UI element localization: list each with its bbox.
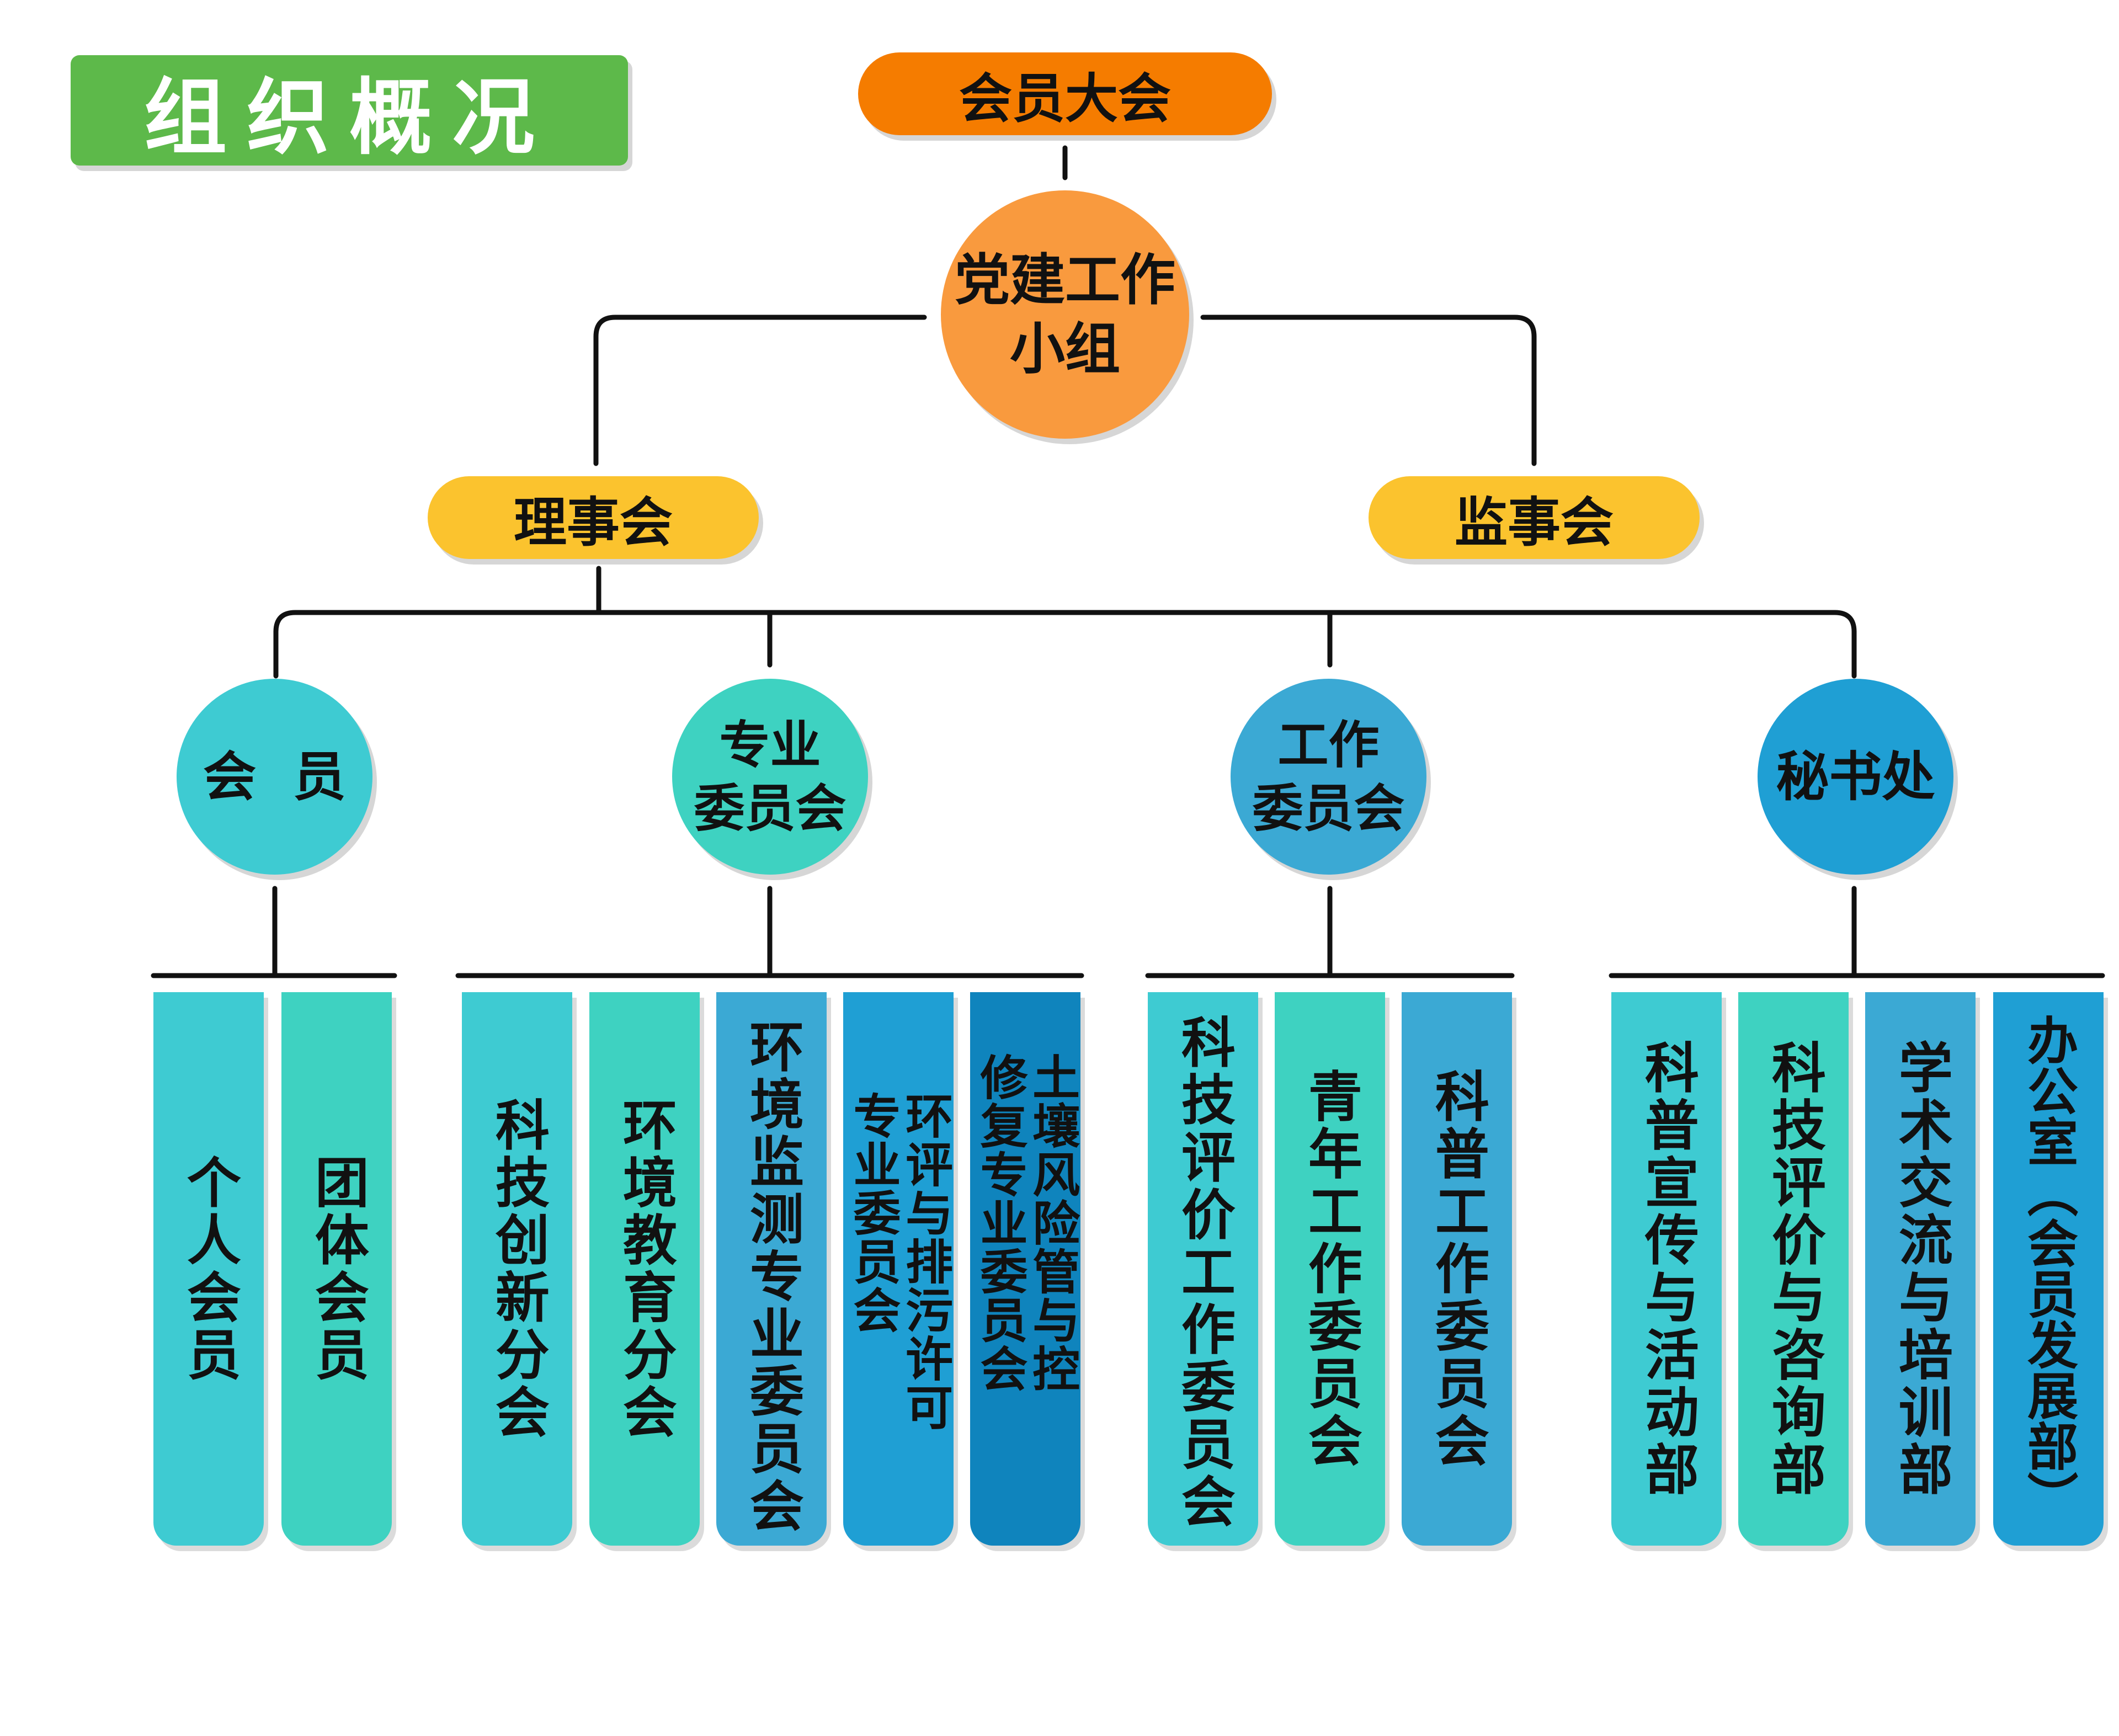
secretariat-column: 科普宣传与活动部 [1611,992,1722,1546]
professional-column-label: 环评与排污许可专业委员会 [845,1091,952,1431]
working-committees-node: 工作 委员会 [1231,679,1426,875]
working-column-label: 青年工作委员会 [1298,1068,1362,1470]
secretariat-column: 学术交流与培训部 [1865,992,1976,1546]
professional-committees-label: 专业 委员会 [694,713,846,840]
supervisory-board-node: 监事会 [1369,476,1700,559]
members-column-label: 团体会员 [305,1154,369,1384]
members-column: 个人会员 [153,992,264,1546]
working-committees-label: 工作 委员会 [1252,713,1404,840]
secretariat-label: 秘书处 [1776,745,1935,808]
working-committees-line1: 工作 [1277,715,1380,775]
working-committees-line2: 委员会 [1252,779,1405,838]
professional-column: 环评与排污许可专业委员会 [843,992,954,1546]
professional-committees-line2: 委员会 [694,779,846,838]
professional-committees-line1: 专业 [719,715,821,775]
secretariat-column-label: 科普宣传与活动部 [1635,1039,1699,1499]
party-group-node: 党建工作 小组 [941,190,1189,439]
party-group-line2: 小组 [1010,317,1120,381]
professional-column-label: 环境监测专业委员会 [740,1019,803,1535]
secretariat-column: 科技评价与咨询部 [1738,992,1849,1546]
members-label: 会 员 [203,745,346,808]
professional-column: 科技创新分会 [462,992,572,1546]
members-column: 团体会员 [281,992,392,1546]
secretariat-column-label: 科技评价与咨询部 [1762,1039,1825,1499]
secretariat-column: 办公室（会员发展部） [1993,992,2104,1546]
professional-column: 环境教育分会 [589,992,700,1546]
working-column-label: 科技评价工作委员会 [1172,1014,1235,1531]
professional-column-label-line: 修复专业委员会 [972,1053,1027,1393]
board-of-directors-node: 理事会 [428,476,759,559]
professional-committees-node: 专业 委员会 [672,679,868,875]
general-assembly-node: 会员大会 [858,52,1272,135]
page-title: 组织概况 [71,55,628,166]
working-column: 科技评价工作委员会 [1148,992,1258,1546]
professional-column-label-line: 环评与排污许可 [897,1091,952,1431]
professional-column-label: 土壤风险管与控修复专业委员会 [972,1053,1079,1393]
general-assembly-label: 会员大会 [959,67,1171,130]
page-title-text: 组织概况 [143,70,555,166]
working-column-label: 科普工作委员会 [1425,1068,1489,1470]
professional-column-label: 环境教育分会 [613,1096,677,1441]
members-node: 会 员 [177,679,372,875]
professional-column: 环境监测专业委员会 [716,992,827,1546]
working-column: 科普工作委员会 [1402,992,1512,1546]
secretariat-column-label: 办公室（会员发展部） [2019,1014,2078,1522]
professional-column-label-line: 专业委员会 [845,1091,900,1334]
secretariat-column-label: 学术交流与培训部 [1889,1039,1952,1499]
members-column-label: 个人会员 [177,1154,241,1384]
secretariat-node: 秘书处 [1758,679,1953,875]
professional-column-label-line: 土壤风险管与控 [1024,1053,1079,1393]
party-group-line1: 党建工作 [955,248,1175,312]
board-of-directors-label: 理事会 [514,491,673,553]
working-column: 青年工作委员会 [1275,992,1385,1546]
professional-column-label: 科技创新分会 [486,1096,549,1441]
party-group-label: 党建工作 小组 [955,246,1175,384]
supervisory-board-label: 监事会 [1455,491,1614,553]
professional-column: 土壤风险管与控修复专业委员会 [970,992,1080,1546]
